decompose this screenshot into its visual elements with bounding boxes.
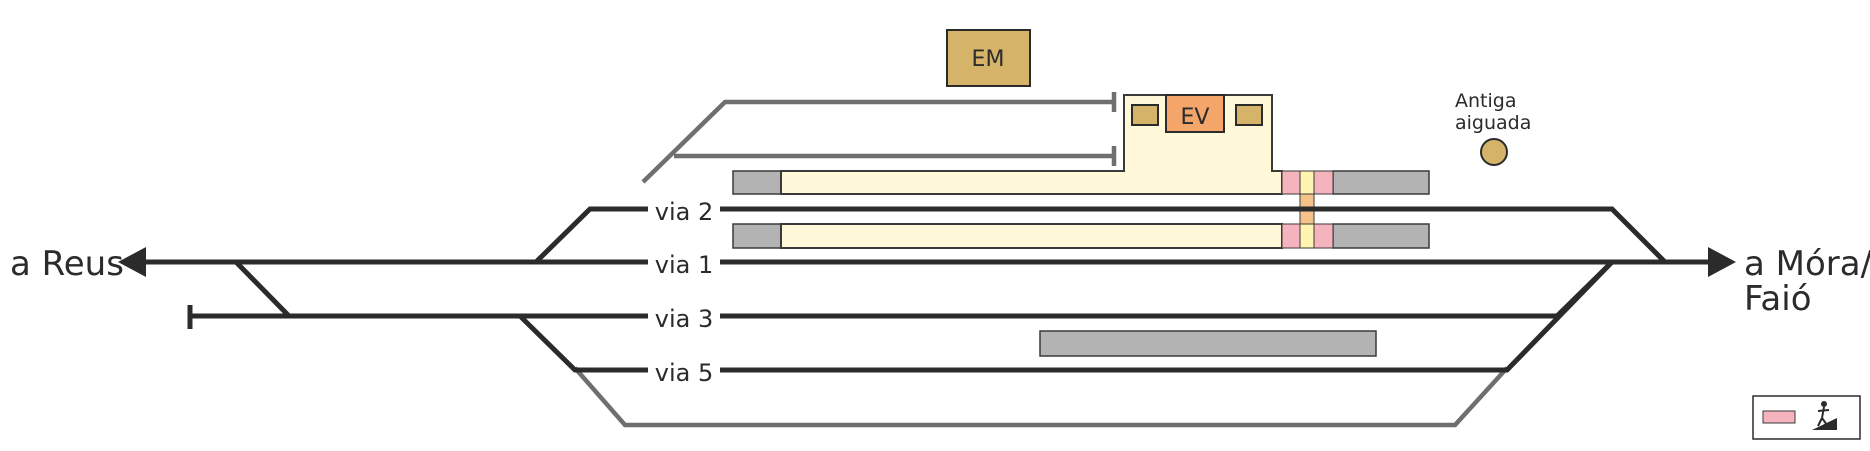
- water-tower-label-1: Antiga: [1455, 90, 1516, 112]
- track-via-3: [188, 260, 1614, 319]
- platform-1-left-gray: [732, 170, 782, 195]
- ev-building: [1165, 94, 1225, 133]
- legend: [1752, 395, 1861, 440]
- water-tower-icon: [1480, 138, 1508, 166]
- water-tower-label-2: aiguada: [1455, 112, 1531, 134]
- platform-1-right-gray: [1332, 170, 1430, 195]
- via-5-label: via 5: [655, 359, 713, 387]
- destination-mora-line1: a Móra/: [1744, 244, 1870, 284]
- platform-2-cream: [780, 223, 1283, 249]
- station-annex-right: [1235, 104, 1263, 126]
- freight-platform: [1039, 330, 1377, 357]
- station-annex-left: [1131, 104, 1159, 126]
- outer-siding-track: [573, 366, 1509, 428]
- crossover-reus: [234, 260, 291, 318]
- via-3-label: via 3: [655, 305, 713, 333]
- pedestrian-icon: [1812, 401, 1837, 430]
- destination-mora-line2: Faió: [1744, 279, 1812, 319]
- em-label: EM: [972, 47, 1005, 72]
- upper-siding-track-1: [641, 99, 1114, 184]
- arrow-right-icon: [1708, 247, 1736, 277]
- track-via-5: [518, 260, 1614, 373]
- via-2-label: via 2: [655, 198, 713, 226]
- legend-crossing-swatch: [1762, 410, 1796, 424]
- arrow-left-icon: [118, 247, 146, 277]
- em-building: [946, 29, 1031, 87]
- ev-label: EV: [1181, 105, 1210, 130]
- via-1-label: via 1: [655, 251, 713, 279]
- destination-reus: a Reus: [10, 244, 124, 284]
- pedestrian-crossing: [1281, 170, 1334, 249]
- platform-2-left-gray: [732, 223, 782, 249]
- track-labels: via 2 via 1 via 3 via 5: [648, 196, 720, 387]
- platform-2-right-gray: [1332, 223, 1430, 249]
- track-via-2: [534, 206, 1667, 264]
